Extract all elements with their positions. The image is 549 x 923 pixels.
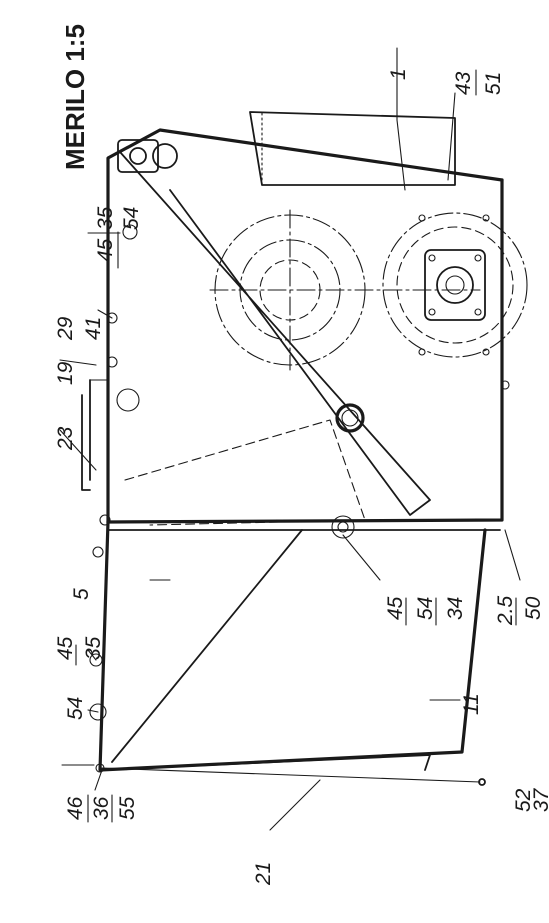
label-35b: 35 — [82, 636, 105, 660]
scale-label: MERILO 1:5 — [60, 24, 90, 170]
label-45c: 45 — [384, 596, 407, 620]
label-25: 2.5 — [494, 595, 517, 626]
handle — [81, 379, 109, 491]
label-54c: 54 — [414, 597, 437, 620]
label-35a: 35 — [94, 206, 117, 230]
housing-outline — [98, 128, 504, 772]
label-19: 19 — [54, 361, 77, 385]
label-45a: 45 — [94, 238, 117, 262]
upper-gear — [209, 209, 481, 371]
rod-21 — [101, 767, 486, 786]
label-51: 51 — [482, 72, 505, 95]
label-52: 52 — [512, 788, 535, 812]
bolts — [89, 224, 510, 773]
label-34: 34 — [444, 597, 467, 620]
pivot-bracket — [117, 139, 178, 173]
label-43: 43 — [452, 71, 475, 95]
label-55: 55 — [116, 796, 139, 820]
part-labels: 1 43 51 45 35 54 29 41 19 23 5 45 35 54 … — [54, 68, 549, 886]
label-underlines — [75, 69, 517, 823]
label-54a: 54 — [120, 207, 143, 230]
leader-lines — [59, 47, 521, 831]
label-23: 23 — [54, 426, 77, 451]
label-41: 41 — [82, 317, 105, 340]
side-cover — [249, 111, 456, 186]
label-46: 46 — [64, 796, 87, 820]
label-29: 29 — [54, 316, 77, 341]
lower-gear — [382, 212, 528, 358]
label-36: 36 — [90, 796, 113, 820]
label-54b: 54 — [64, 697, 87, 720]
label-37: 37 — [530, 787, 549, 812]
label-45b: 45 — [54, 636, 77, 660]
label-5: 5 — [70, 588, 93, 600]
label-21: 21 — [252, 862, 275, 886]
label-11: 11 — [460, 693, 483, 715]
arm-hole — [335, 403, 365, 433]
label-50: 50 — [522, 596, 545, 620]
label-1: 1 — [387, 68, 410, 80]
diagonal-arm — [119, 129, 431, 526]
